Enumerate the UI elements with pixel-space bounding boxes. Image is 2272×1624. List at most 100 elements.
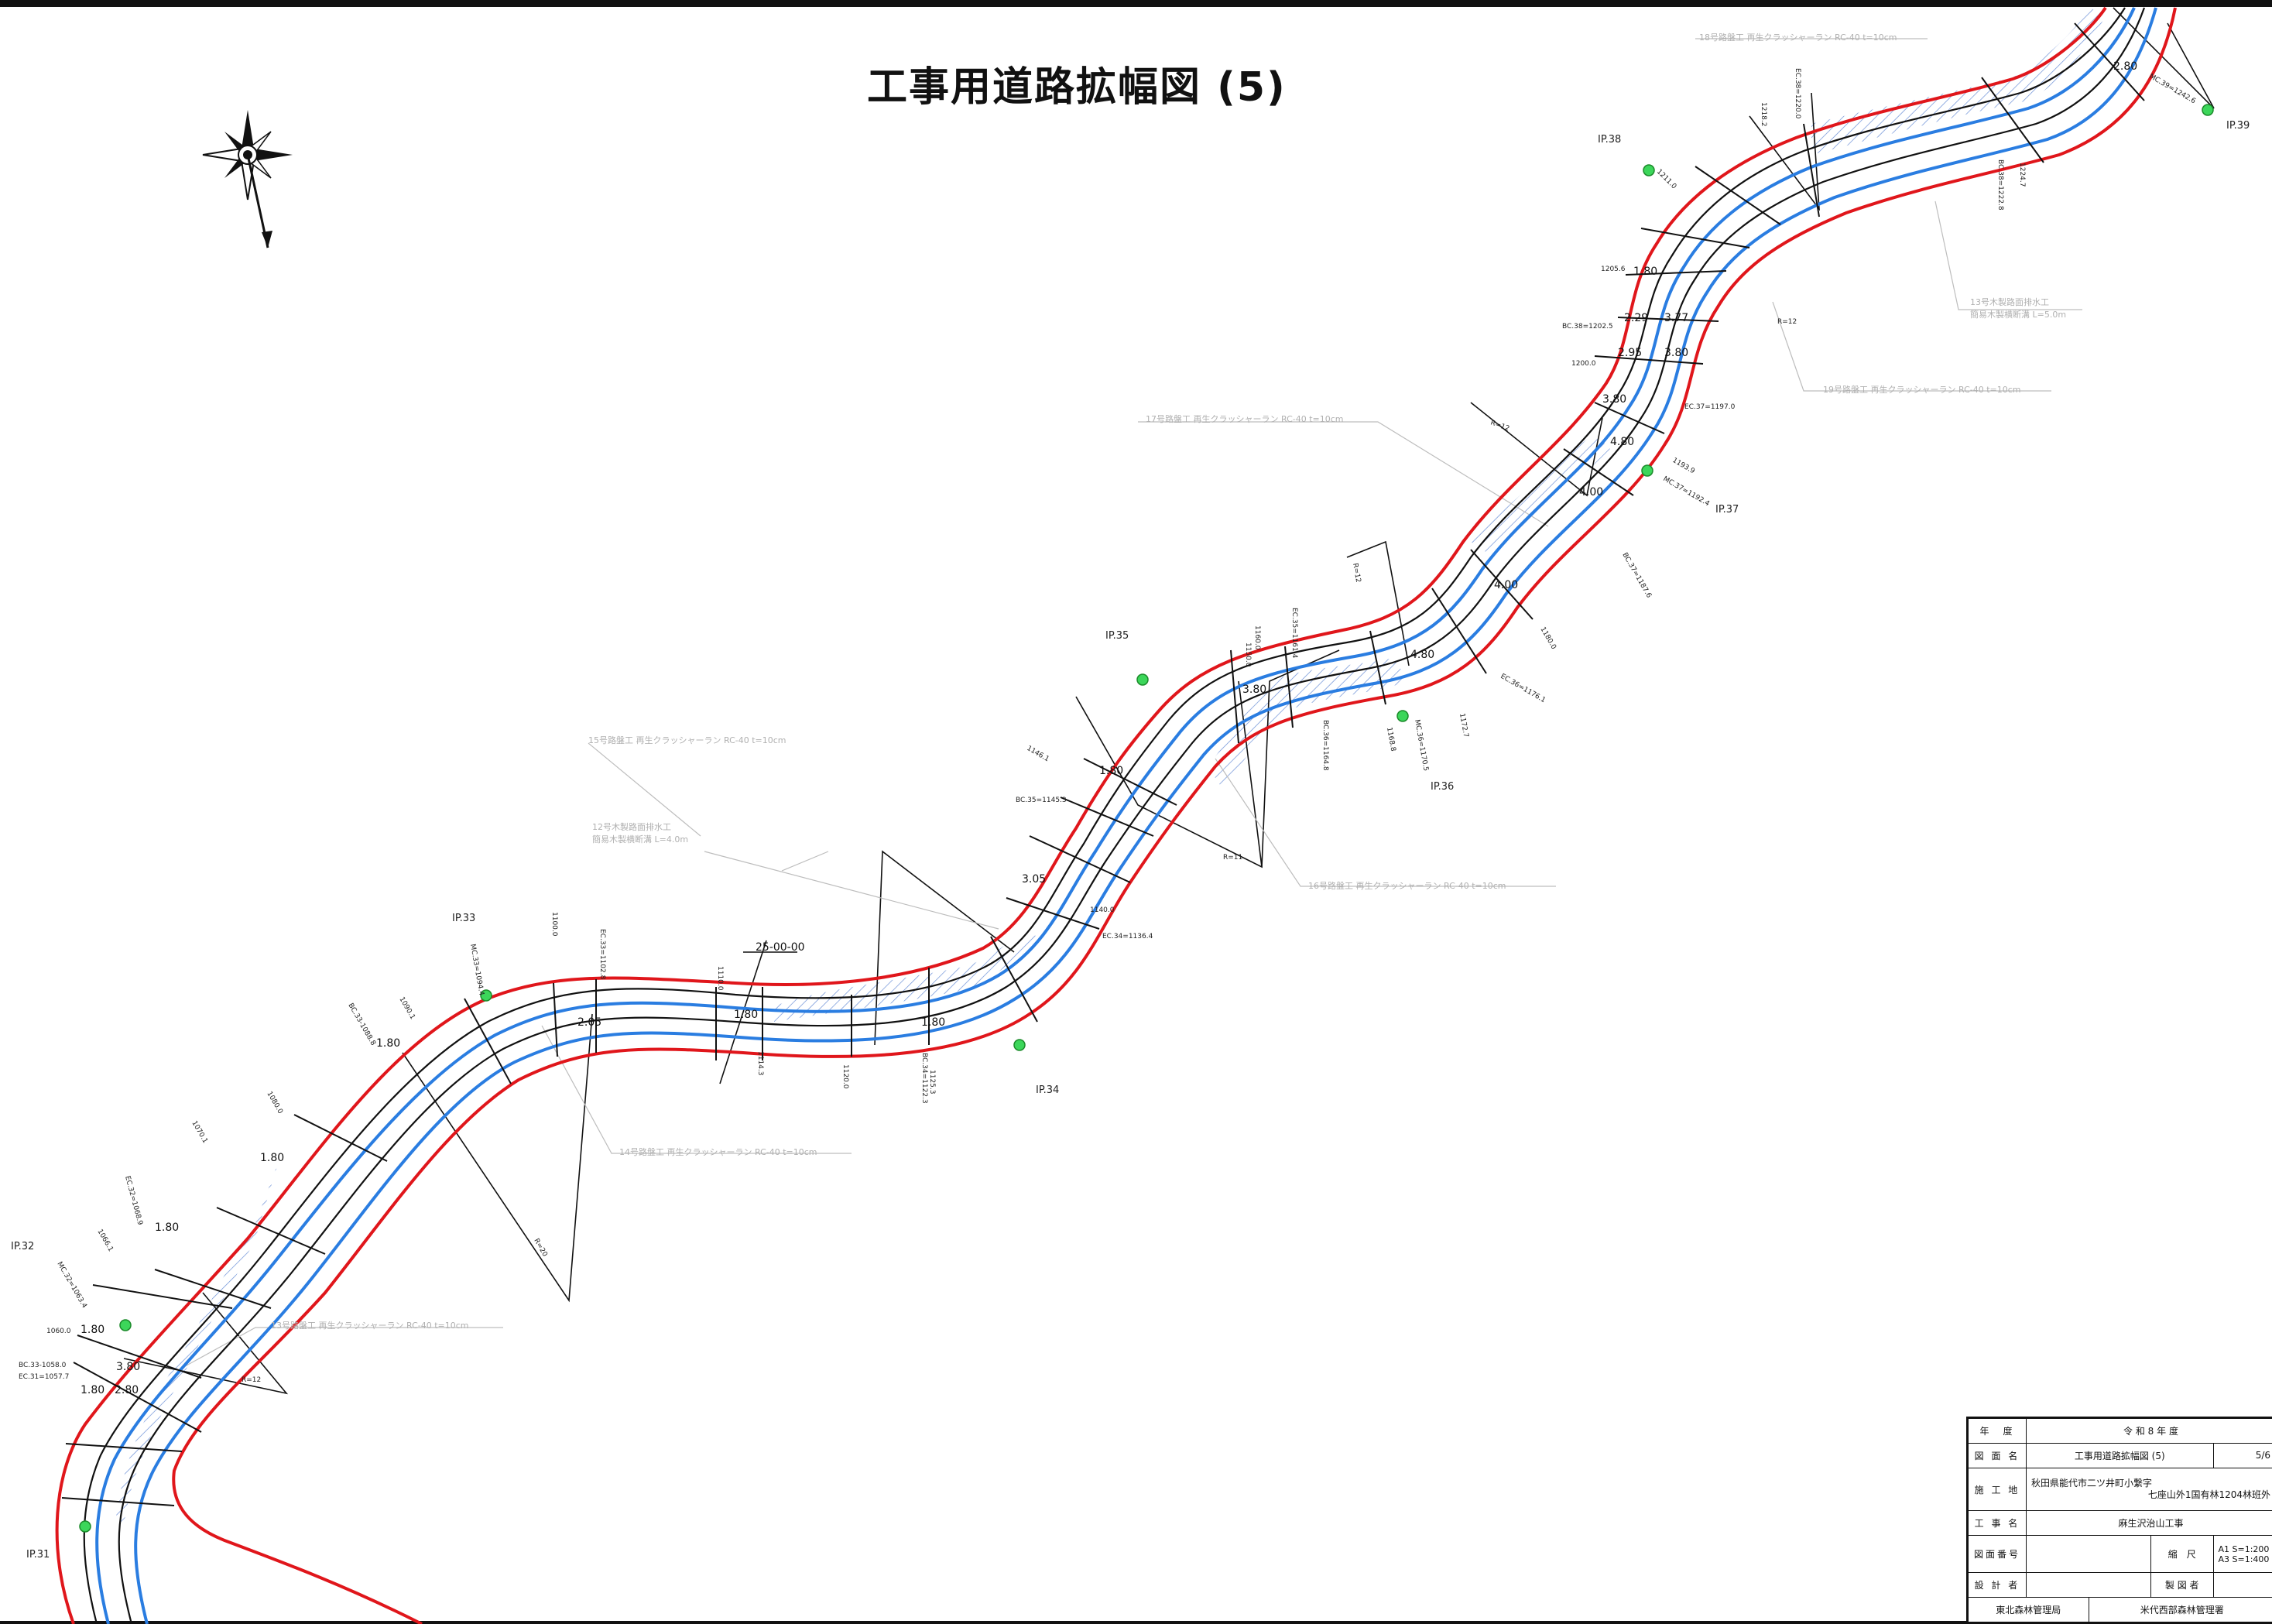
- width-label: 2.05: [577, 1016, 601, 1029]
- width-label: 4.00: [1494, 579, 1518, 591]
- station-label: BC.37=1187.6: [1620, 552, 1653, 600]
- width-label: 1.80: [260, 1152, 284, 1164]
- station-label: 1218.2: [1760, 102, 1767, 127]
- station-label: 1100.0: [550, 912, 558, 937]
- angle-label: 25-00-00: [756, 941, 805, 954]
- station-label: 1205.6: [1601, 266, 1626, 273]
- scale-a3: A3 S=1:400: [2218, 1554, 2270, 1564]
- station-label: 1172.7: [1458, 713, 1469, 738]
- ip-label: IP.32: [11, 1241, 34, 1252]
- station-label: 1160.0: [1253, 625, 1261, 650]
- callout-label: 19号路盤工 再生クラッシャーラン RC-40 t=10cm: [1823, 384, 2021, 395]
- station-ticks: [61, 22, 2145, 1506]
- drawing-name-label: 図 面 名: [1968, 1442, 2027, 1468]
- drawing-name-value: 工事用道路拡幅図 (5): [2026, 1442, 2214, 1468]
- station-label: 1125.3: [928, 1070, 936, 1095]
- station-label: 1060.0: [46, 1328, 71, 1335]
- station-label: BC.38=1222.8: [1996, 159, 2004, 211]
- station-label: BC.38=1202.5: [1562, 323, 1613, 331]
- callout-label: 簡易木製横断溝 L=5.0m: [1970, 309, 2066, 320]
- sheet-number: 5/6: [2212, 1442, 2272, 1468]
- station-label: EC.37=1197.0: [1684, 403, 1736, 411]
- station-label: 1114.3: [756, 1051, 764, 1076]
- north-arrow-icon: [202, 110, 293, 248]
- callout-label: 17号路盤工 再生クラッシャーラン RC-40 t=10cm: [1146, 413, 1344, 424]
- station-label: MC.36=1170.5: [1413, 719, 1430, 772]
- frame-bottom-border: [0, 1621, 2272, 1624]
- width-label: 4.80: [1610, 436, 1634, 448]
- radius-label: R=12: [1351, 563, 1362, 584]
- station-label: 1080.0: [265, 1091, 284, 1116]
- station-label: 1193.9: [1671, 457, 1697, 476]
- station-label: BC.34=1122.3: [920, 1053, 928, 1104]
- ip-label: IP.37: [1715, 504, 1739, 516]
- station-label: MC.33=1094.4: [468, 944, 485, 996]
- radius-label: R=12: [242, 1376, 261, 1384]
- station-label: EC.35=1161.4: [1290, 608, 1298, 659]
- station-label: EC.36=1176.1: [1499, 673, 1547, 704]
- station-label: BC.33-1058.0: [19, 1362, 67, 1369]
- frame-top-border: [0, 0, 2272, 7]
- drafter-value: [2212, 1572, 2272, 1598]
- station-label: MC.37=1192.4: [1662, 475, 1712, 508]
- drawing-number-label: 図面番号: [1968, 1535, 2027, 1573]
- project-label: 工 事 名: [1968, 1510, 2027, 1537]
- width-label: 3.80: [1664, 347, 1688, 359]
- station-label: 1224.7: [2018, 163, 2026, 187]
- project-value: 麻生沢治山工事: [2026, 1510, 2272, 1537]
- width-label: 1.80: [921, 1016, 945, 1029]
- width-labels: 1.80 3.80 1.80 2.80 1.80 1.80 1.80 2.05 …: [81, 60, 2137, 1396]
- width-label: 3.80: [1602, 393, 1626, 406]
- width-label: 1.80: [1633, 266, 1657, 278]
- station-label: 1180.0: [1538, 626, 1558, 652]
- station-label: EC.32=1068.9: [123, 1175, 144, 1226]
- station-label: 1168.8: [1385, 727, 1396, 752]
- width-label: 4.00: [1579, 486, 1603, 499]
- title-block-table: 年 度 令 和 8 年 度 図 面 名 工事用道路拡幅図 (5) 5/6 施 工…: [1968, 1418, 2272, 1623]
- callout-label: 簡易木製横断溝 L=4.0m: [592, 834, 688, 845]
- width-label: 3.80: [116, 1361, 140, 1373]
- width-label: 3.05: [1022, 873, 1046, 886]
- station-label: EC.33=1102.8: [598, 929, 606, 980]
- station-label: EC.34=1136.4: [1102, 933, 1153, 940]
- callout-label: 12号木製路面排水工: [592, 821, 671, 832]
- org-right: 米代西部森林管理署: [2088, 1596, 2272, 1623]
- station-label: 1120.0: [841, 1064, 849, 1089]
- org-left: 東北森林管理局: [1968, 1596, 2089, 1623]
- width-label: 1.80: [81, 1324, 105, 1336]
- station-label: 1110.0: [716, 966, 724, 991]
- width-label: 2.29: [1624, 312, 1648, 324]
- width-label: 1.80: [155, 1221, 179, 1234]
- drafter-label: 製 図 者: [2150, 1572, 2214, 1598]
- width-label: 3.77: [1664, 312, 1688, 324]
- widening-hatch-zones: [116, 8, 2106, 1525]
- scale-a1: A1 S=1:200: [2218, 1543, 2270, 1554]
- width-label: 3.80: [1242, 684, 1266, 696]
- radius-label: R=12: [1489, 419, 1510, 433]
- station-label: MC.39=1242.6: [2148, 73, 2198, 105]
- station-label: BC.35=1145.3: [1016, 797, 1067, 804]
- width-label: 2.80: [115, 1384, 139, 1396]
- designer-value: [2026, 1572, 2151, 1598]
- width-label: 1.80: [376, 1037, 400, 1050]
- station-label: 1070.1: [190, 1120, 208, 1145]
- station-label: EC.38=1220.0: [1794, 68, 1801, 119]
- ip-label: IP.38: [1598, 134, 1621, 146]
- width-label: 1.80: [81, 1384, 105, 1396]
- scale-label: 縮 尺: [2150, 1535, 2214, 1573]
- width-label: 2.80: [2113, 60, 2137, 73]
- construction-lines: [123, 7, 2215, 1395]
- ip-label: IP.35: [1105, 630, 1129, 642]
- station-label: 1066.1: [95, 1228, 114, 1253]
- year-label: 年 度: [1968, 1418, 2027, 1444]
- width-label: 2.95: [1618, 347, 1642, 359]
- callout-label: 15号路盤工 再生クラッシャーラン RC-40 t=10cm: [588, 735, 786, 745]
- radius-label: R=20: [532, 1238, 548, 1259]
- callout-leaders: [177, 38, 2082, 1371]
- radius-label: R=12: [1777, 318, 1797, 326]
- station-label: 1146.1: [1026, 745, 1050, 763]
- station-label: BC.33-1088.8: [346, 1002, 376, 1047]
- station-label: 1150.0: [1244, 642, 1252, 667]
